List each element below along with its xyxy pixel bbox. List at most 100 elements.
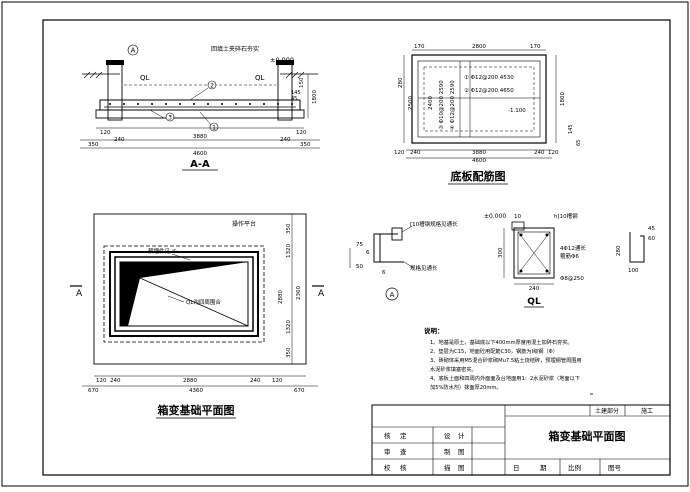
tb-footer-number: 图号 [608,464,622,472]
plan-dim-120-r: 120 [272,378,283,384]
tb-r2-c1: 审 [384,447,391,456]
mark-circle-2 [207,80,217,90]
slab-dim-4600: 4600 [472,158,486,164]
slab-dim-240-r: 240 [534,150,545,156]
tb-r1-c1: 核 [384,431,391,440]
ql-dim-300: 300 [498,247,504,258]
plan-section-a-left: A [76,289,83,299]
detail-b: 45 60 280 100 [616,226,655,274]
ql-elev: ±0.000 [484,213,506,220]
slab-dim-120-r: 120 [548,150,559,156]
tb-stage: 施工 [641,407,653,415]
tb-footer-date1: 日 [513,464,520,472]
tb-company: 土建部分 [595,407,619,415]
plan-dim-240-r: 240 [250,378,261,384]
note-line-2: 2、垫层为C15，地面砼用配筋C30，钢筋为Ⅰ级钢（Φ） [430,347,558,355]
detail-b-dim-60: 60 [648,236,655,242]
detail-a-dim-75: 75 [356,242,363,248]
detail-a-note2: 规格见通长 [410,264,438,272]
slab-dim-145: 145 [568,124,574,134]
aa-dim-4600: 4600 [193,151,207,157]
tb-r2-c3: 制 [444,447,451,456]
slab-dim-170-l: 170 [414,44,425,50]
detail-a-label: A [390,291,395,299]
slab-dim-170-r: 170 [530,44,541,50]
plan-dim-670-l: 670 [88,388,99,394]
tb-drawing-title: 箱变基础平面图 [549,429,626,443]
tb-r2-c2: 查 [400,447,407,456]
notes-heading: 说明： [424,326,444,335]
slab-dim-2400: 2400 [428,96,434,110]
mark-circle-1 [209,122,219,132]
section-aa: 2 1 3 回填土夹碎石夯实 A ±0.000 QL QL 150 1800 1… [80,44,320,171]
plan-dim-4360: 4360 [189,388,203,394]
plan-dim-2880: 2880 [278,290,284,304]
aa-mark-3: 3 [168,115,172,122]
slab-rebar-view: ① Φ12@200 4530 ② Φ12@200 4650 ③ Φ10@200 … [394,44,582,185]
aa-dim-1800: 1800 [312,90,318,104]
tb-footer-scale: 比例 [568,463,581,472]
detail-a-dim-6a: 6 [366,250,370,256]
ql-spacing: Φ8@250 [560,276,584,282]
slab-dim-280: 280 [398,77,404,88]
plan-dim-1320-t: 1320 [286,244,292,258]
plan-embed-label: 预埋件见 ⑤ [148,247,177,255]
slab-dim-3880: 3880 [472,150,486,156]
detail-b-dim-45: 45 [648,226,655,232]
aa-fill-note: 回填土夹碎石夯实 [211,45,259,53]
tb-r3-c4: 图 [458,464,465,472]
plan-section-a-right: A [318,289,325,299]
tb-r2-c4: 图 [458,448,465,456]
note-line-3: 3、砖砌体采用M5混合砂浆砌Mu7.5粘土烧结砖，预埋钢管周围用 [430,356,582,364]
aa-ql-right: QL [255,74,265,82]
detail-b-dim-100: 100 [628,268,639,274]
detail-a-dim-6b: 6 [382,270,386,276]
plan-dim-2880-b: 2880 [183,378,197,384]
aa-ql: QL [140,74,150,82]
tb-r1-c3: 设 [444,431,451,440]
aa-dim-120-r: 120 [296,130,307,136]
slab-title: 底板配筋图 [451,169,506,183]
aa-dim-350-r: 350 [300,142,311,148]
ql-bar2: 4Φ12通长 [560,244,586,252]
plan-shaded-area [120,262,248,326]
tb-r3-c3: 描 [444,463,451,472]
note-line-6: 加5%防水剂）抹面厚20mm。 [430,383,502,391]
slab-elev: -1.100 [508,108,526,114]
aa-title: A-A [190,159,210,170]
aa-dim-145: 145 [291,90,301,96]
inner-frame [42,19,671,476]
tb-r3-c2: 核 [400,463,407,472]
detail-b-dim-280: 280 [616,245,622,256]
title-block: 土建部分 施工 箱变基础平面图 核 定 设 计 审 查 制 图 校 核 描 图 … [371,404,671,476]
tb-r1-c2: 定 [400,431,407,440]
aa-dim-120-l: 120 [100,130,111,136]
aa-dim-45: 45 [291,96,297,102]
plan-dim-1320-b: 1320 [286,320,292,334]
slab-bar-3: ③ Φ10@200 2590 [439,80,445,130]
slab-dim-240-l: 240 [410,150,421,156]
aa-mark-2: 2 [210,83,214,90]
aa-dim-240-r: 240 [280,137,291,143]
slab-bar-2: ② Φ12@200 4650 [464,87,514,94]
slab-bar-1: ① Φ12@200 4530 [464,75,514,81]
ql-bar1: h[10槽钢 [554,212,578,220]
general-notes: 说明： 1、地基是原土，基础底以下400mm厚度用混土加碎石夯实。 2、垫层为C… [424,326,593,395]
plan-title: 箱变基础平面图 [158,403,235,417]
ql-dim-240: 240 [529,286,540,292]
note-line-5: 4、底板上面和四周内外面面及台地面用1：2水泥砂浆（地面以下 [430,374,580,382]
slab-dim-2500: 2500 [408,96,414,110]
aa-circle-a: A [131,47,136,55]
aa-dim-240-l: 240 [114,137,125,143]
ql-stirrup: 箍筋Φ6 [560,252,579,260]
tb-r1-c4: 计 [458,431,465,440]
plan-dim-350-b: 350 [286,347,292,358]
aa-dim-3880: 3880 [193,134,207,140]
ql-top: 10 [514,214,521,220]
foundation-plan: 操作平台 预埋件见 ⑤ QL沟四周围合 A A 350 1320 2360 13… [70,213,325,419]
slab-dim-120-l: 120 [394,150,405,156]
tb-r3-c1: 校 [384,463,391,472]
note-line-1: 1、地基是原土，基础底以下400mm厚度用混土加碎石夯实。 [430,338,573,346]
